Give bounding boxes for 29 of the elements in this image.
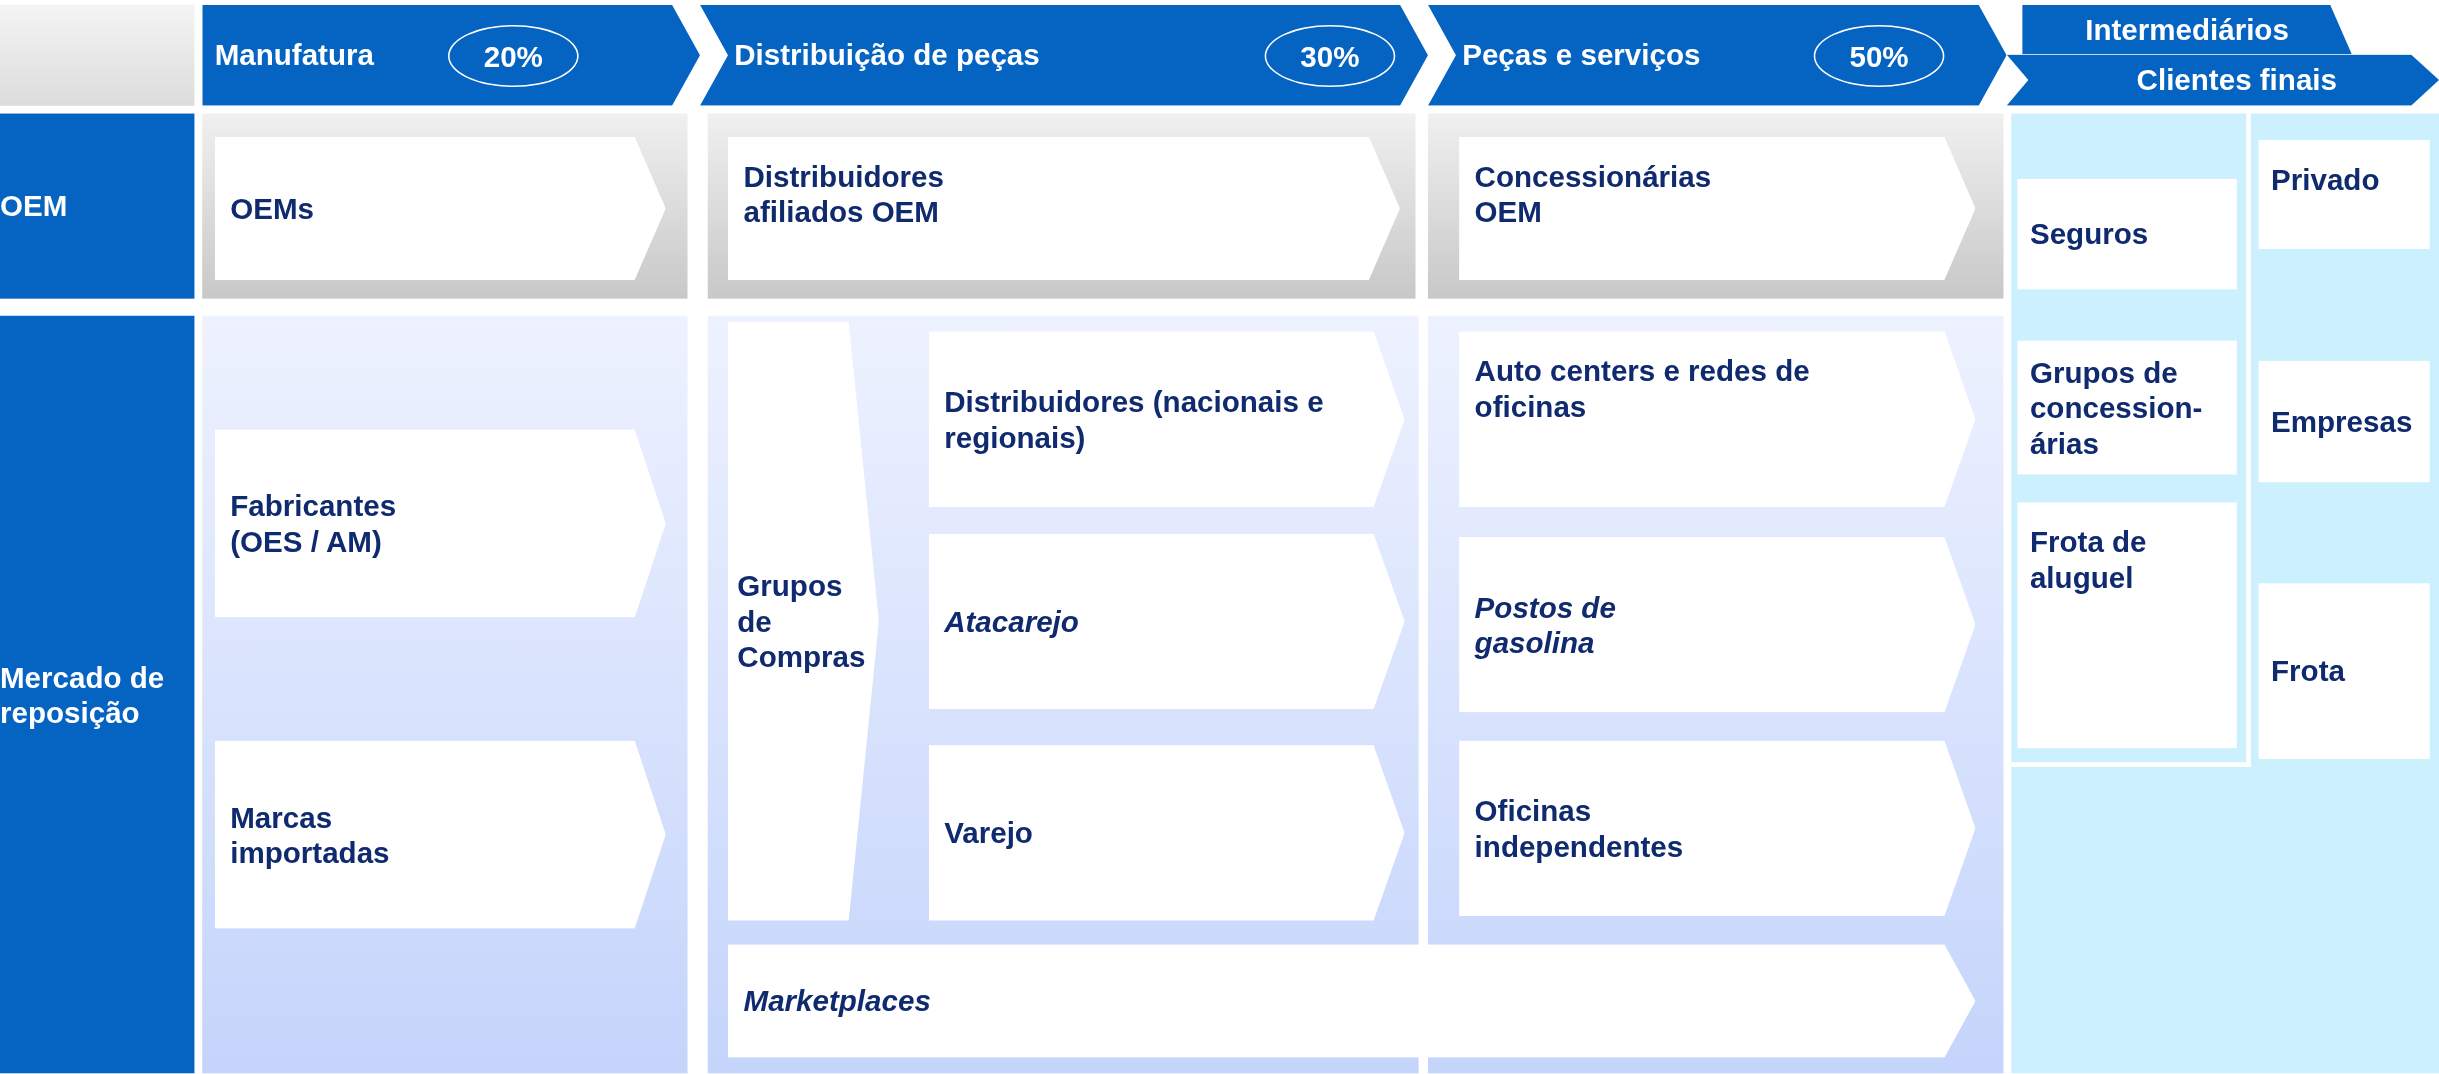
- chevron-box: Marketplaces: [727, 944, 1976, 1058]
- chevron-box: Distribuidores (nacionais e regionais): [928, 331, 1405, 508]
- chevron-box: Atacarejo: [928, 533, 1405, 710]
- text-box: Grupos de concession-árias: [2017, 340, 2237, 475]
- chevron-box: Fabricantes (OES / AM): [214, 429, 666, 618]
- row-label-bar: OEM: [0, 113, 195, 299]
- header-tab: Intermediários: [2022, 4, 2352, 55]
- chevron-box: Auto centers e redes de oficinas: [1459, 331, 1976, 508]
- chevron-box: Distribuidores afiliados OEM: [727, 136, 1400, 280]
- chevron-box: OEMs: [214, 136, 666, 280]
- text-box: Frota: [2258, 583, 2430, 760]
- percentage-ellipse: 30%: [1264, 24, 1396, 88]
- text-box: Seguros: [2017, 178, 2237, 290]
- header-label: Distribuição de peças: [734, 37, 1040, 74]
- chevron-box: Postos de gasolina: [1459, 536, 1976, 713]
- header-label: Manufatura: [214, 37, 374, 74]
- chevron-box: Marcas importadas: [214, 740, 666, 929]
- percentage-ellipse: 50%: [1813, 24, 1945, 88]
- header-label: Peças e serviços: [1462, 37, 1701, 74]
- row-label-bar: Mercado de reposição: [0, 315, 195, 1074]
- chevron-box: Oficinas independentes: [1459, 740, 1976, 917]
- chevron-box: Varejo: [928, 745, 1405, 921]
- chevron-box: Concessionárias OEM: [1459, 136, 1976, 280]
- stage-header: Clientes finais: [2006, 54, 2439, 106]
- text-box: Frota de aluguel: [2017, 502, 2237, 749]
- text-box: Privado: [2258, 140, 2430, 249]
- stage-header: [202, 4, 700, 106]
- text-box: Empresas: [2258, 360, 2430, 483]
- percentage-ellipse: 20%: [448, 24, 579, 88]
